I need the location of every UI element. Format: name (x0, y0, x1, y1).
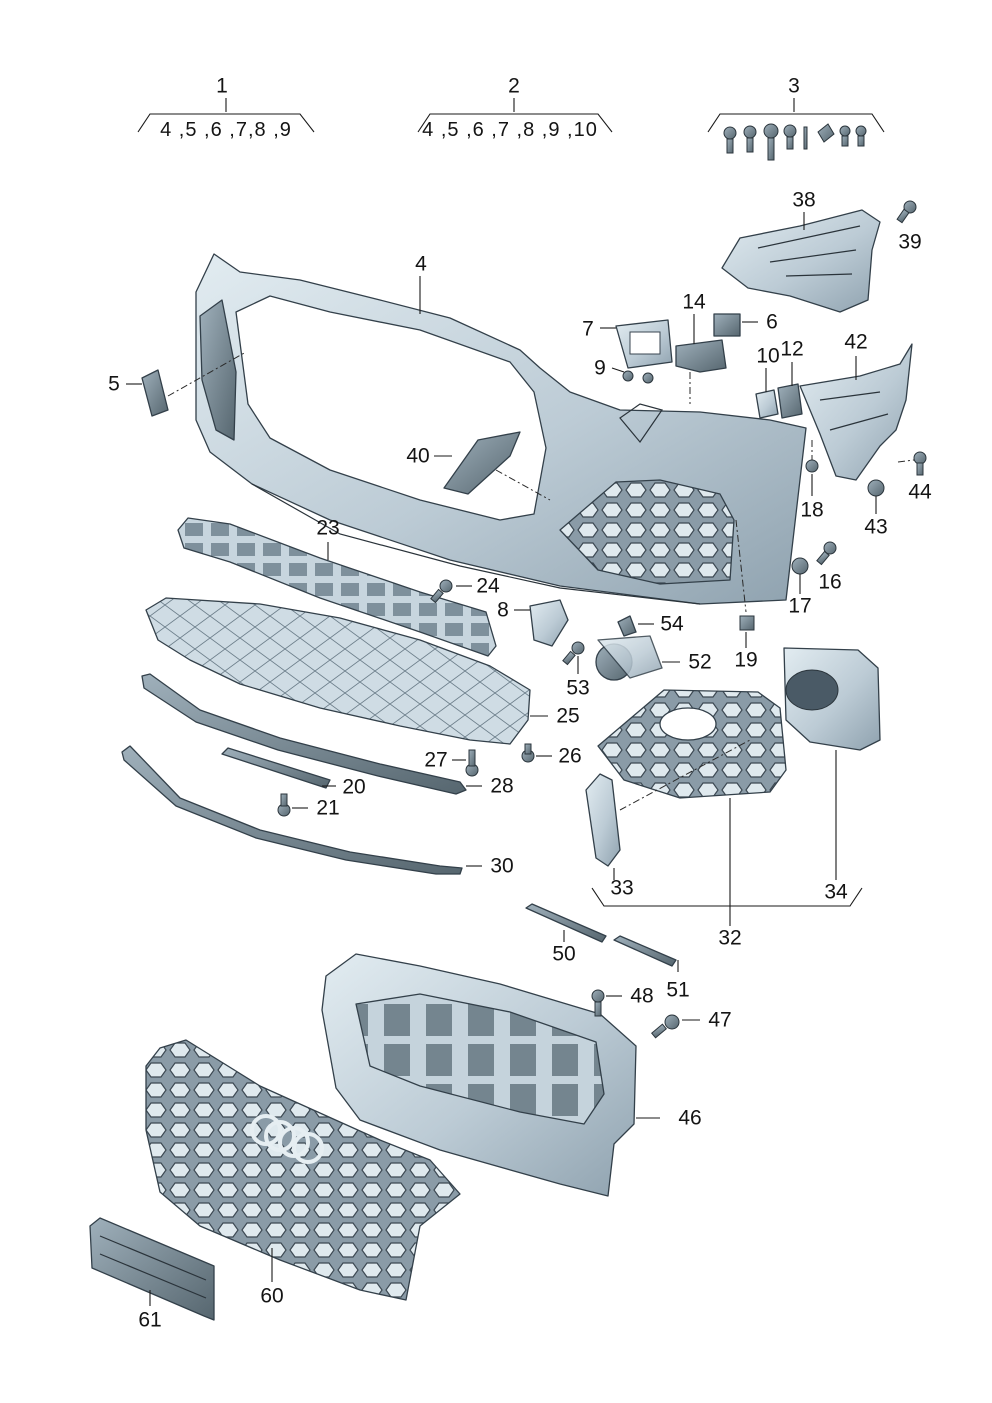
callout-label-19: 19 (734, 649, 757, 672)
cover-7: 7 (582, 318, 673, 369)
screw-39: 39 (896, 200, 922, 254)
callout-label-2: 2 (508, 75, 520, 98)
bracket-20: 20 (221, 747, 366, 799)
screw-53: 53 (562, 641, 590, 700)
callout-label-12: 12 (780, 338, 803, 361)
callout-label-5: 5 (108, 373, 120, 396)
callout-label-30: 30 (490, 855, 513, 878)
callout-label-50: 50 (552, 943, 575, 966)
bracket-12: 12 (777, 338, 804, 419)
callout-label-61: 61 (138, 1309, 161, 1332)
screw-27: 27 (424, 749, 479, 777)
callout-label-32: 32 (718, 927, 741, 950)
callout-label-3: 3 (788, 75, 800, 98)
grille-frame-46: 46 (321, 953, 702, 1197)
lower-trim-30: 30 (121, 745, 514, 878)
screw-44: 44 (897, 451, 932, 504)
screw-26: 26 (521, 743, 582, 768)
callout-label-48: 48 (630, 985, 653, 1008)
strip-51: 51 (613, 935, 690, 1002)
callout-label-20: 20 (342, 776, 365, 799)
screw-16: 16 (816, 541, 842, 594)
screw-24: 24 (430, 575, 500, 604)
clip-19: 19 (734, 519, 758, 672)
emblem-rings (250, 1114, 324, 1164)
screw-48: 48 (591, 985, 654, 1017)
callout-label-28: 28 (490, 775, 513, 798)
underbody-panel-25: 25 (145, 597, 580, 745)
group-bracket-1: 1 4 ,5 ,6 ,7,8 ,9 (137, 75, 315, 141)
callout-label-51: 51 (666, 979, 689, 1002)
radiator-grille-60: 60 (145, 1039, 461, 1308)
horn-52: 52 (595, 635, 712, 681)
callout-label-43: 43 (864, 516, 887, 539)
clip-54: 54 (617, 613, 684, 637)
group-label-1: 4 ,5 ,6 ,7,8 ,9 (160, 119, 292, 141)
nut-17: 17 (788, 557, 812, 618)
callout-label-1: 1 (216, 75, 228, 98)
callout-label-16: 16 (818, 571, 841, 594)
sensor-6: 6 (713, 311, 778, 337)
callout-label-21: 21 (316, 797, 339, 820)
screw-47: 47 (651, 1009, 732, 1039)
callout-label-26: 26 (558, 745, 581, 768)
callout-label-40: 40 (406, 445, 429, 468)
callout-label-18: 18 (800, 499, 823, 522)
callout-label-39: 39 (898, 231, 921, 254)
license-plate-holder-61: 61 (89, 1217, 215, 1332)
strip-50: 50 (525, 903, 607, 966)
impact-carrier-23: 23 (177, 517, 497, 657)
callout-label-27: 27 (424, 749, 447, 772)
cap-5: 5 (108, 351, 247, 417)
callout-label-17: 17 (788, 595, 811, 618)
callout-label-53: 53 (566, 677, 589, 700)
cover-8: 8 (497, 599, 569, 647)
side-insert-34: 34 (783, 647, 881, 904)
callout-label-47: 47 (708, 1009, 731, 1032)
callout-label-6: 6 (766, 311, 778, 334)
callout-label-33: 33 (610, 877, 633, 900)
callout-label-14: 14 (682, 291, 706, 314)
callout-label-34: 34 (824, 881, 848, 904)
bracket-10: 10 (755, 345, 780, 419)
callout-label-10: 10 (756, 345, 779, 368)
nut-43: 43 (864, 479, 888, 539)
callout-label-44: 44 (908, 481, 932, 504)
callout-label-25: 25 (556, 705, 579, 728)
clips-9: 9 (594, 357, 654, 384)
callout-label-9: 9 (594, 357, 606, 380)
upper-air-duct-38: 38 (721, 189, 881, 313)
callout-label-23: 23 (316, 517, 339, 540)
sensor-holder-14: 14 (675, 291, 727, 404)
side-grille-32 (597, 689, 787, 811)
trim-strip-28: 28 (141, 673, 514, 798)
clip-18: 18 (800, 440, 824, 522)
callout-label-46: 46 (678, 1107, 701, 1130)
callout-label-42: 42 (844, 331, 867, 354)
callout-label-8: 8 (497, 599, 509, 622)
group-bracket-2: 2 4 ,5 ,6 ,7 ,8 ,9 ,10 (417, 75, 613, 141)
callout-label-7: 7 (582, 318, 594, 341)
screw-21: 21 (277, 793, 340, 820)
group-bracket-3: 3 (707, 75, 885, 133)
group-bracket-32: 32 (591, 798, 863, 950)
side-cover-33: 33 (585, 773, 634, 900)
callout-label-4: 4 (415, 253, 427, 276)
callout-label-24: 24 (476, 575, 500, 598)
callout-label-52: 52 (688, 651, 711, 674)
callout-label-38: 38 (792, 189, 815, 212)
callout-label-54: 54 (660, 613, 684, 636)
callout-label-60: 60 (260, 1285, 283, 1308)
side-bracket-42: 42 (799, 331, 913, 481)
group-label-2: 4 ,5 ,6 ,7 ,8 ,9 ,10 (422, 119, 598, 141)
fastener-set (723, 123, 867, 161)
flap-40: 40 (406, 431, 551, 501)
